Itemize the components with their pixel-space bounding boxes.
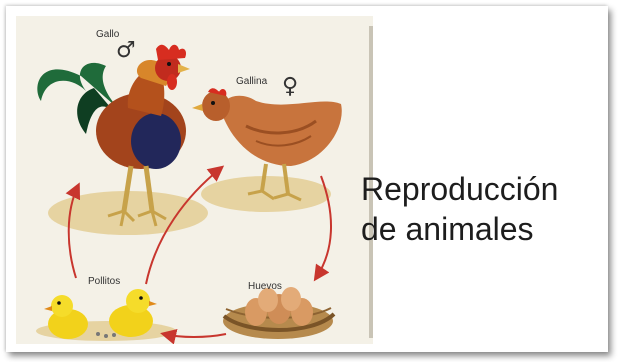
egg xyxy=(281,287,301,311)
chicks-label: Pollitos xyxy=(88,276,121,287)
rooster-label: Gallo xyxy=(96,29,120,40)
life-cycle-drawing xyxy=(36,44,342,344)
card-frame: Gallo ♂ Gallina ♀ Pollitos Huevos Reprod… xyxy=(6,6,608,352)
life-cycle-illustration: Gallo ♂ Gallina ♀ Pollitos Huevos xyxy=(16,16,373,344)
rooster-illustration xyxy=(37,44,190,227)
arrow-chicks-to-rooster xyxy=(65,182,81,279)
male-symbol-icon: ♂ xyxy=(116,38,136,63)
hen-label: Gallina xyxy=(236,76,268,87)
chicks-illustration xyxy=(44,289,157,339)
egg xyxy=(258,288,278,312)
nest-illustration xyxy=(222,287,336,339)
panel-divider xyxy=(369,26,373,338)
eggs-label: Huevos xyxy=(248,281,282,292)
page-title: Reproducción de animales xyxy=(361,169,558,249)
title-line-1: Reproducción xyxy=(361,171,559,207)
arrow-eggs-to-chicks xyxy=(160,328,227,344)
arrow-hen-to-eggs xyxy=(313,175,333,282)
female-symbol-icon: ♀ xyxy=(282,74,299,99)
title-line-2: de animales xyxy=(361,211,534,247)
hen-illustration xyxy=(192,88,342,202)
arrow-chicks-to-hen xyxy=(145,165,225,285)
